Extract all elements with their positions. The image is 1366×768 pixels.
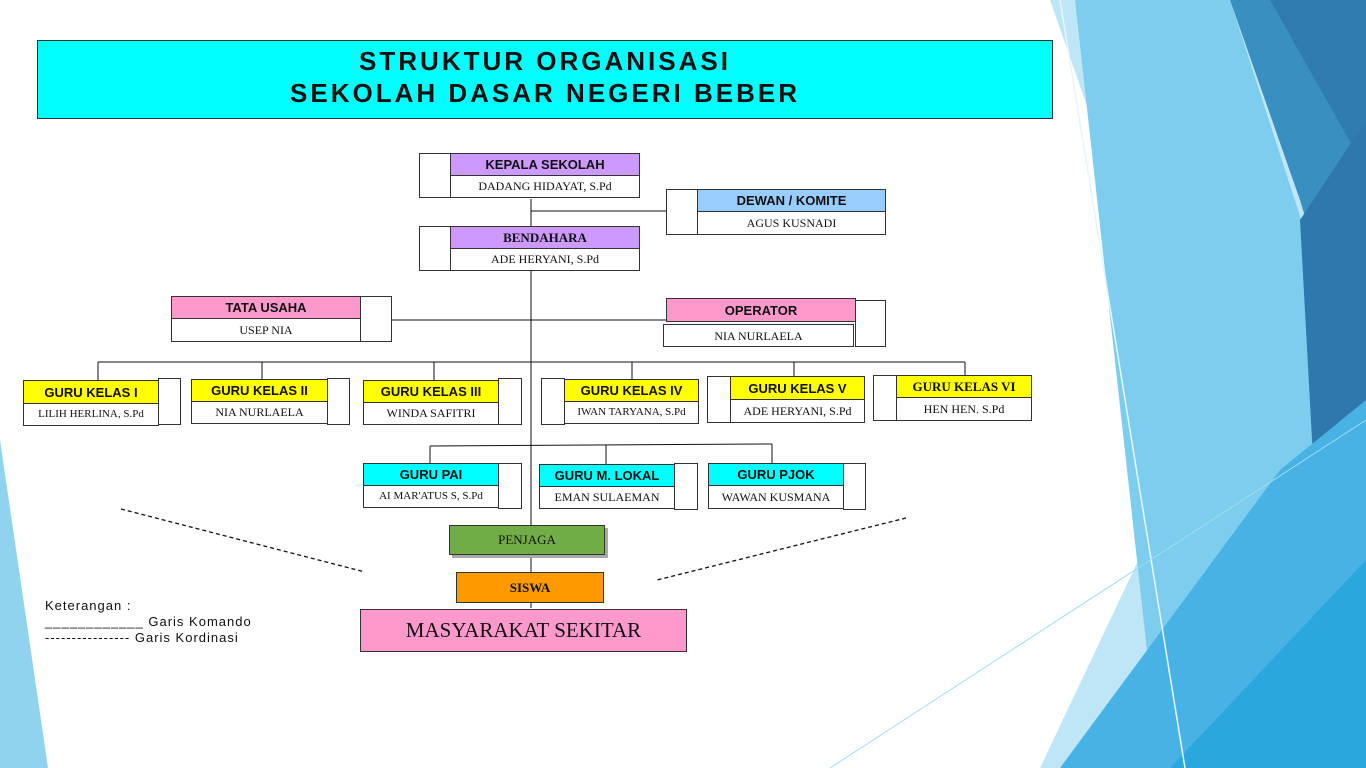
node-name: ADE HERYANI, S.Pd bbox=[730, 400, 865, 423]
node-role: GURU KELAS VI bbox=[896, 375, 1032, 398]
node-role: GURU KELAS III bbox=[363, 380, 499, 403]
photo-placeholder bbox=[498, 463, 522, 509]
legend-komando: ____________ Garis Komando bbox=[45, 614, 252, 629]
node-role: DEWAN / KOMITE bbox=[697, 189, 886, 212]
photo-placeholder bbox=[541, 378, 565, 425]
node-name: HEN HEN. S.Pd bbox=[896, 398, 1032, 421]
photo-placeholder bbox=[327, 378, 350, 425]
node-masyarakat-sekitar: MASYARAKAT SEKITAR bbox=[360, 609, 687, 652]
node-name: LILIH HERLINA, S.Pd bbox=[23, 404, 159, 426]
node-role: GURU KELAS II bbox=[191, 379, 328, 402]
node-guru-kelas-4: GURU KELAS IV IWAN TARYANA, S.Pd bbox=[564, 379, 699, 424]
node-name: USEP NIA bbox=[171, 319, 361, 342]
node-role: GURU PJOK bbox=[708, 463, 844, 486]
node-name: WINDA SAFITRI bbox=[363, 403, 499, 425]
node-siswa: SISWA bbox=[456, 572, 604, 603]
photo-placeholder bbox=[419, 226, 451, 271]
node-guru-kelas-1: GURU KELAS I LILIH HERLINA, S.Pd bbox=[23, 380, 159, 426]
node-name: AGUS KUSNADI bbox=[697, 212, 886, 235]
title-line-1: STRUKTUR ORGANISASI bbox=[359, 46, 731, 76]
node-guru-kelas-6: GURU KELAS VI HEN HEN. S.Pd bbox=[896, 375, 1032, 421]
photo-placeholder bbox=[419, 153, 451, 198]
node-role: KEPALA SEKOLAH bbox=[450, 153, 640, 176]
node-role: BENDAHARA bbox=[450, 226, 640, 249]
node-role: GURU KELAS IV bbox=[564, 379, 699, 402]
node-guru-pjok: GURU PJOK WAWAN KUSMANA bbox=[708, 463, 844, 509]
node-operator-name: NIA NURLAELA bbox=[663, 324, 854, 347]
node-guru-pai: GURU PAI AI MAR'ATUS S, S.Pd bbox=[363, 463, 499, 508]
node-name: EMAN SULAEMAN bbox=[539, 487, 675, 509]
node-penjaga: PENJAGA bbox=[449, 525, 605, 555]
node-role: GURU KELAS V bbox=[730, 376, 865, 400]
node-dewan-komite: DEWAN / KOMITE AGUS KUSNADI bbox=[697, 189, 886, 235]
node-guru-kelas-3: GURU KELAS III WINDA SAFITRI bbox=[363, 380, 499, 425]
legend-heading: Keterangan : bbox=[45, 598, 132, 613]
photo-placeholder bbox=[360, 296, 392, 342]
node-name: ADE HERYANI, S.Pd bbox=[450, 249, 640, 271]
photo-placeholder bbox=[843, 463, 866, 510]
legend-kordinasi: ---------------- Garis Kordinasi bbox=[45, 630, 239, 645]
photo-placeholder bbox=[158, 378, 181, 425]
node-role: GURU PAI bbox=[363, 463, 499, 486]
legend: Keterangan : ____________ Garis Komando … bbox=[45, 598, 252, 646]
node-bendahara: BENDAHARA ADE HERYANI, S.Pd bbox=[450, 226, 640, 271]
node-role: OPERATOR bbox=[666, 298, 856, 322]
photo-placeholder bbox=[873, 375, 897, 421]
photo-placeholder bbox=[707, 376, 731, 423]
node-name: DADANG HIDAYAT, S.Pd bbox=[450, 176, 640, 198]
node-guru-m-lokal: GURU M. LOKAL EMAN SULAEMAN bbox=[539, 464, 675, 509]
node-name: NIA NURLAELA bbox=[191, 402, 328, 424]
node-name: WAWAN KUSMANA bbox=[708, 486, 844, 509]
node-kepala-sekolah: KEPALA SEKOLAH DADANG HIDAYAT, S.Pd bbox=[450, 153, 640, 198]
node-guru-kelas-2: GURU KELAS II NIA NURLAELA bbox=[191, 379, 328, 424]
node-name: AI MAR'ATUS S, S.Pd bbox=[363, 486, 499, 508]
node-name: IWAN TARYANA, S.Pd bbox=[564, 402, 699, 424]
photo-placeholder bbox=[666, 189, 698, 235]
node-tata-usaha: TATA USAHA USEP NIA bbox=[171, 296, 361, 342]
photo-placeholder bbox=[498, 378, 522, 425]
chart-title: STRUKTUR ORGANISASI SEKOLAH DASAR NEGERI… bbox=[37, 40, 1053, 119]
node-role: GURU KELAS I bbox=[23, 380, 159, 404]
photo-placeholder bbox=[855, 300, 886, 347]
node-guru-kelas-5: GURU KELAS V ADE HERYANI, S.Pd bbox=[730, 376, 865, 423]
node-name: NIA NURLAELA bbox=[663, 324, 854, 347]
node-role: TATA USAHA bbox=[171, 296, 361, 319]
title-line-2: SEKOLAH DASAR NEGERI BEBER bbox=[290, 78, 800, 108]
node-role: GURU M. LOKAL bbox=[539, 464, 675, 487]
photo-placeholder bbox=[674, 463, 698, 510]
node-operator: OPERATOR bbox=[666, 298, 856, 322]
